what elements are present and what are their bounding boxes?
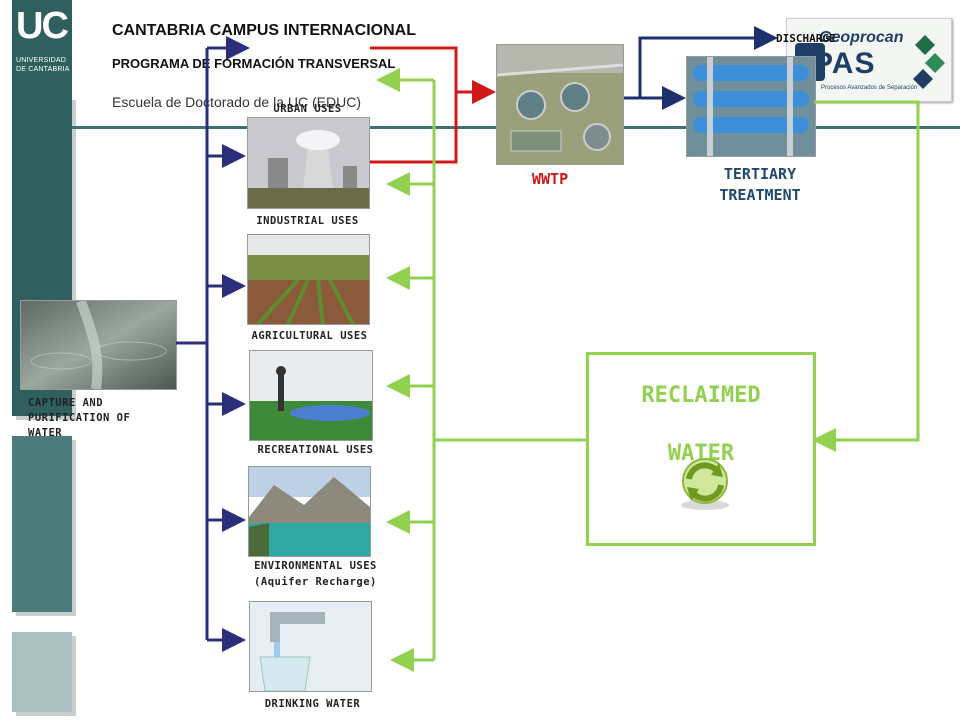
discharge-label: DISCHARGE — [776, 32, 836, 45]
left-bar-2 — [12, 436, 72, 612]
agricultural-photo — [247, 234, 370, 325]
wastewater-lines — [370, 46, 496, 164]
wwtp-label: WWTP — [532, 170, 569, 188]
logo-line2: DE CANTABRIA — [16, 66, 70, 73]
aquifer-recharge-label: (Aquifer Recharge) — [254, 576, 377, 588]
drinking-water-label: DRINKING WATER — [264, 698, 361, 710]
reclaimed-lines — [376, 68, 920, 672]
partner-acronym: PAS — [813, 47, 876, 80]
tertiary-treatment-label: TERTIARY TREATMENT — [690, 164, 830, 206]
urban-uses-label: URBAN USES — [273, 103, 342, 115]
agricultural-uses-label: AGRICULTURAL USES — [251, 330, 368, 342]
treatment-lines — [624, 26, 778, 110]
partner-subtext: Procesos Avanzados de Separación — [821, 85, 918, 91]
university-logo: UC UNIVERSIDAD DE CANTABRIA — [12, 0, 72, 96]
logo-subtext: UNIVERSIDAD DE CANTABRIA — [16, 56, 70, 74]
school-name: Escuela de Doctorado de la UC (EDUC) — [112, 94, 361, 110]
left-bar-3 — [12, 632, 72, 712]
logo-uc-text: UC — [16, 5, 69, 47]
partner-diamonds-icon — [913, 35, 945, 89]
industrial-uses-label: INDUSTRIAL USES — [256, 215, 359, 227]
tertiary-line1: TERTIARY — [723, 165, 797, 183]
recreational-photo — [249, 350, 373, 441]
wwtp-photo — [496, 44, 624, 165]
reclaimed-water-box: RECLAIMED WATER — [586, 352, 816, 546]
drinking-photo — [249, 601, 372, 692]
logo-line1: UNIVERSIDAD — [16, 57, 67, 64]
partner-name: Geoprocan — [819, 29, 904, 46]
supply-lines — [176, 36, 250, 652]
page-subtitle: PROGRAMA DE FORMACIÓN TRANSVERSAL — [112, 56, 396, 71]
recreational-uses-label: RECREATIONAL USES — [257, 444, 374, 456]
capture-label: CAPTURE AND PURIFICATION OF WATER — [28, 397, 131, 439]
industrial-photo — [247, 117, 370, 209]
recycle-icon — [681, 458, 729, 510]
environmental-uses-label: ENVIRONMENTAL USES — [254, 560, 377, 572]
tertiary-photo — [686, 56, 816, 157]
page-title: CANTABRIA CAMPUS INTERNACIONAL — [112, 22, 416, 39]
tertiary-line2: TREATMENT — [719, 186, 801, 204]
capture-photo — [20, 300, 177, 390]
reclaimed-line1: RECLAIMED — [641, 383, 761, 408]
environmental-photo — [248, 466, 371, 557]
